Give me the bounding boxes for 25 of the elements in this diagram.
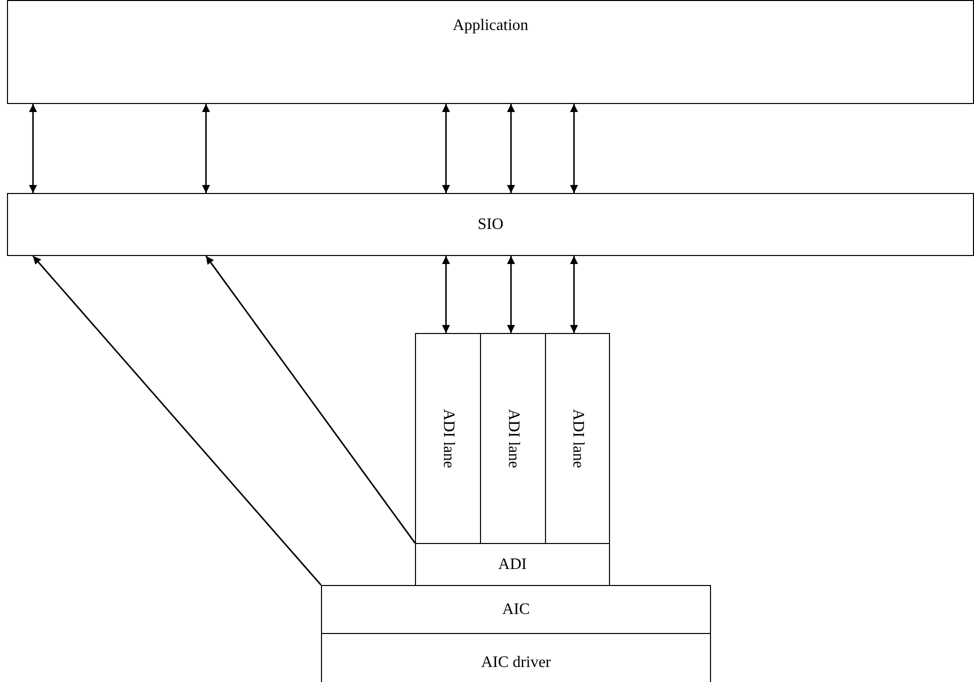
layer-label: AIC driver: [481, 654, 551, 672]
layer-box: [415, 543, 610, 586]
arrow: [205, 256, 416, 544]
layer-label: ADI: [498, 556, 527, 574]
layer-box: [7, 193, 974, 256]
layer-label: ADI lane: [439, 408, 457, 468]
layer-box: [321, 585, 711, 634]
double-arrow: [29, 104, 37, 193]
double-arrow: [202, 104, 210, 193]
double-arrow: [570, 256, 578, 333]
arrow: [32, 256, 322, 586]
lane-box: [545, 333, 610, 544]
double-arrow: [442, 256, 450, 333]
layer-label: ADI lane: [568, 408, 586, 468]
layer-label: Application: [452, 17, 528, 35]
double-arrow: [507, 256, 515, 333]
layer-label: SIO: [478, 216, 504, 234]
lane-box: [415, 333, 481, 544]
double-arrow: [442, 104, 450, 193]
layer-label: ADI lane: [504, 408, 522, 468]
double-arrow: [570, 104, 578, 193]
layer-box: [7, 0, 974, 104]
double-arrow: [507, 104, 515, 193]
layer-label: AIC: [502, 600, 530, 618]
layer-box: [321, 633, 711, 682]
